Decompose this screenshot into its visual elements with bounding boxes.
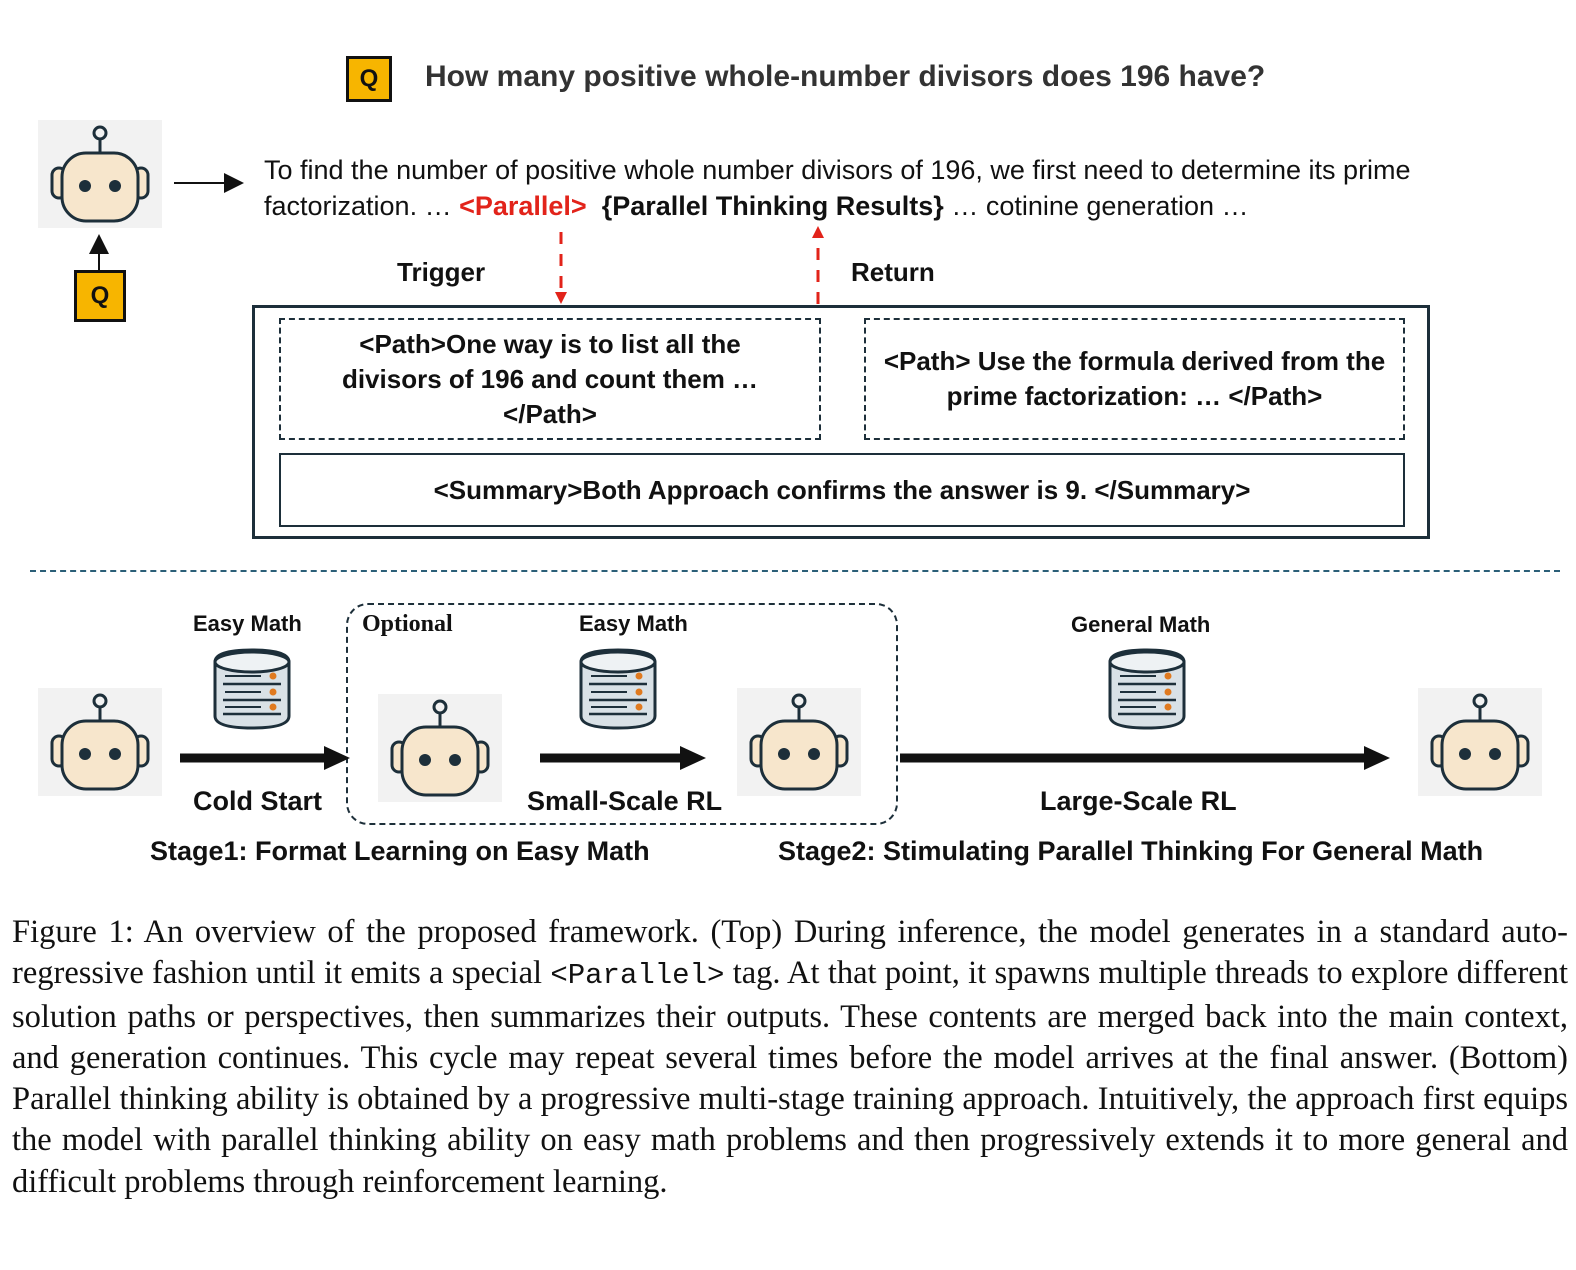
database-icon: [1108, 648, 1186, 730]
summary-text: <Summary>Both Approach confirms the answ…: [433, 474, 1251, 505]
robot-icon: [36, 686, 164, 798]
arrow-icon: [89, 234, 109, 270]
trigger-arrow-icon: [555, 232, 567, 304]
database-icon: [579, 648, 657, 730]
caption-part-1: Figure 1: An overview of the proposed fr…: [12, 914, 1568, 992]
caption-part-2: tag. At that point, it spawns multiple t…: [12, 955, 1568, 1200]
question-badge: Q: [346, 56, 392, 102]
arrow-icon: [540, 746, 706, 770]
trigger-label: Trigger: [397, 257, 486, 287]
step-small-scale-rl: Small-Scale RL: [527, 786, 723, 816]
parallel-block: [252, 305, 1430, 539]
section-divider: [30, 570, 1560, 572]
database-icon: [213, 648, 291, 730]
input-badge: Q: [74, 270, 126, 322]
robot-icon: [36, 118, 164, 230]
path-text-2: <Path> Use the formula derived from the …: [883, 346, 1386, 411]
arrow-icon: [180, 746, 350, 770]
dataset-label-3: General Math: [1071, 612, 1211, 637]
stage2-title: Stage2: Stimulating Parallel Thinking Fo…: [778, 836, 1484, 866]
return-arrow-icon: [812, 226, 824, 304]
response-line-1: To find the number of positive whole num…: [264, 155, 1411, 185]
parallel-results: {Parallel Thinking Results}: [601, 191, 944, 221]
arrow-icon: [900, 746, 1390, 770]
path-text-1: <Path>One way is to list all the divisor…: [341, 328, 759, 429]
question-text: How many positive whole-number divisors …: [425, 60, 1266, 93]
arrow-icon: [174, 173, 244, 193]
step-large-scale-rl: Large-Scale RL: [1040, 786, 1237, 816]
figure-caption: Figure 1: An overview of the proposed fr…: [12, 912, 1568, 1203]
robot-icon: [735, 686, 863, 798]
response-text: To find the number of positive whole num…: [264, 152, 1411, 224]
optional-label: Optional: [362, 611, 453, 637]
dataset-label-2: Easy Math: [579, 611, 688, 636]
optional-box: [346, 603, 898, 825]
return-label: Return: [851, 257, 935, 287]
robot-icon: [376, 692, 504, 804]
response-suffix: … cotinine generation …: [943, 191, 1249, 221]
parallel-tag: <Parallel>: [459, 191, 587, 221]
dataset-label-1: Easy Math: [193, 611, 302, 636]
path-box-2: <Path> Use the formula derived from the …: [864, 318, 1405, 440]
stage1-title: Stage1: Format Learning on Easy Math: [150, 836, 650, 866]
response-prefix: factorization. …: [264, 191, 460, 221]
caption-code: <Parallel>: [550, 959, 725, 993]
step-cold-start: Cold Start: [193, 786, 323, 816]
response-line-2: factorization. … <Parallel> {Parallel Th…: [264, 188, 1411, 224]
summary-box: <Summary>Both Approach confirms the answ…: [279, 453, 1405, 527]
path-box-1: <Path>One way is to list all the divisor…: [279, 318, 821, 440]
robot-icon: [1416, 686, 1544, 798]
